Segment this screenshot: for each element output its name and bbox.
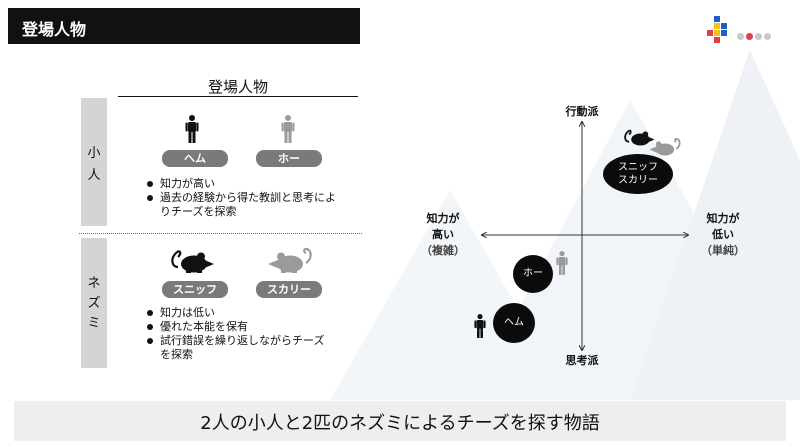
list-item: 過去の経験から得た教訓と思考によりチーズを探索: [146, 191, 361, 219]
mice-traits: 知力は低い 優れた本能を保有 試行錯誤を繰り返しながらチーズを探索: [146, 306, 361, 362]
littlepeople-traits: 知力が高い 過去の経験から得た教訓と思考によりチーズを探索: [146, 177, 361, 219]
mouse-icon-sniff: [171, 250, 214, 273]
side-tab-char: ネ: [87, 276, 101, 291]
mouse-icon-scurry: [268, 247, 312, 273]
side-tab-littlepeople: 小 人: [81, 98, 107, 226]
section-divider: [79, 233, 362, 234]
mice-bubble-line1: スニッフ: [618, 162, 658, 173]
page-indicator: [737, 25, 773, 44]
mouse-icon-scurry-small: [649, 137, 681, 156]
list-item: 優れた本能を保有: [146, 320, 361, 334]
side-tab-char: ミ: [87, 316, 101, 331]
list-item-text: りチーズを探索: [160, 205, 237, 218]
side-tab-char: ズ: [87, 296, 101, 311]
page-dot-active: [746, 33, 753, 40]
axis-label-top: 行動派: [565, 105, 599, 118]
axis-label-left: 知力が 高い （複雑）: [418, 210, 468, 258]
list-item: 試行錯誤を繰り返しながらチーズを探索: [146, 334, 361, 362]
mice-position-bubble: スニッフ スカリー: [603, 154, 673, 194]
logo-icon: [707, 16, 727, 43]
name-pill-hem: ヘム: [162, 150, 228, 167]
axis-label-left-line2: 高い: [432, 228, 454, 241]
mouse-icon-sniff-small: [624, 129, 655, 146]
footer-band: 2人の小人と2匹のネズミによるチーズを探す物語: [14, 401, 786, 441]
mice-bubble-line2: スカリー: [618, 175, 658, 186]
side-tab-mice: ネ ズ ミ: [81, 238, 107, 368]
page-dot: [737, 33, 744, 40]
person-icon-haw-small: [556, 251, 568, 275]
axis-label-right-line2: 低い: [712, 228, 734, 241]
side-tab-char: 人: [87, 168, 101, 183]
hem-position-bubble: ヘム: [493, 303, 535, 343]
name-pill-sniff: スニッフ: [162, 281, 228, 298]
side-tab-char: 小: [87, 146, 101, 161]
axis-label-right-sub: （単純）: [701, 244, 745, 257]
person-icon-hem-small: [474, 314, 486, 338]
header-title: 登場人物: [22, 20, 87, 39]
person-icon-haw: [281, 115, 295, 143]
person-icon-hem: [185, 115, 199, 143]
background-mountains: [330, 50, 800, 400]
footer-tagline: 2人の小人と2匹のネズミによるチーズを探す物語: [200, 413, 600, 434]
list-item-text: 試行錯誤を繰り返しながらチーズ: [160, 334, 325, 347]
haw-position-bubble: ホー: [513, 255, 553, 293]
list-item: 知力は低い: [146, 306, 361, 320]
name-pill-scurry: スカリー: [256, 281, 322, 298]
axis-label-right: 知力が 低い （単純）: [698, 210, 748, 258]
section-title: 登場人物: [207, 78, 268, 96]
name-pill-haw: ホー: [256, 150, 322, 167]
axis-label-left-line1: 知力が: [426, 212, 460, 225]
header-bar: 登場人物: [8, 8, 360, 44]
axis-label-bottom: 思考派: [565, 354, 599, 367]
quadrant-axes: [470, 110, 700, 360]
page-dot: [764, 33, 771, 40]
list-item-text: を探索: [160, 348, 193, 361]
list-item-text: 過去の経験から得た教訓と思考によ: [160, 191, 336, 204]
axis-label-right-line1: 知力が: [706, 212, 740, 225]
list-item: 知力が高い: [146, 177, 361, 191]
page-dot: [755, 33, 762, 40]
section-title-rule: [118, 96, 358, 97]
axis-label-left-sub: （複雑）: [421, 244, 465, 257]
